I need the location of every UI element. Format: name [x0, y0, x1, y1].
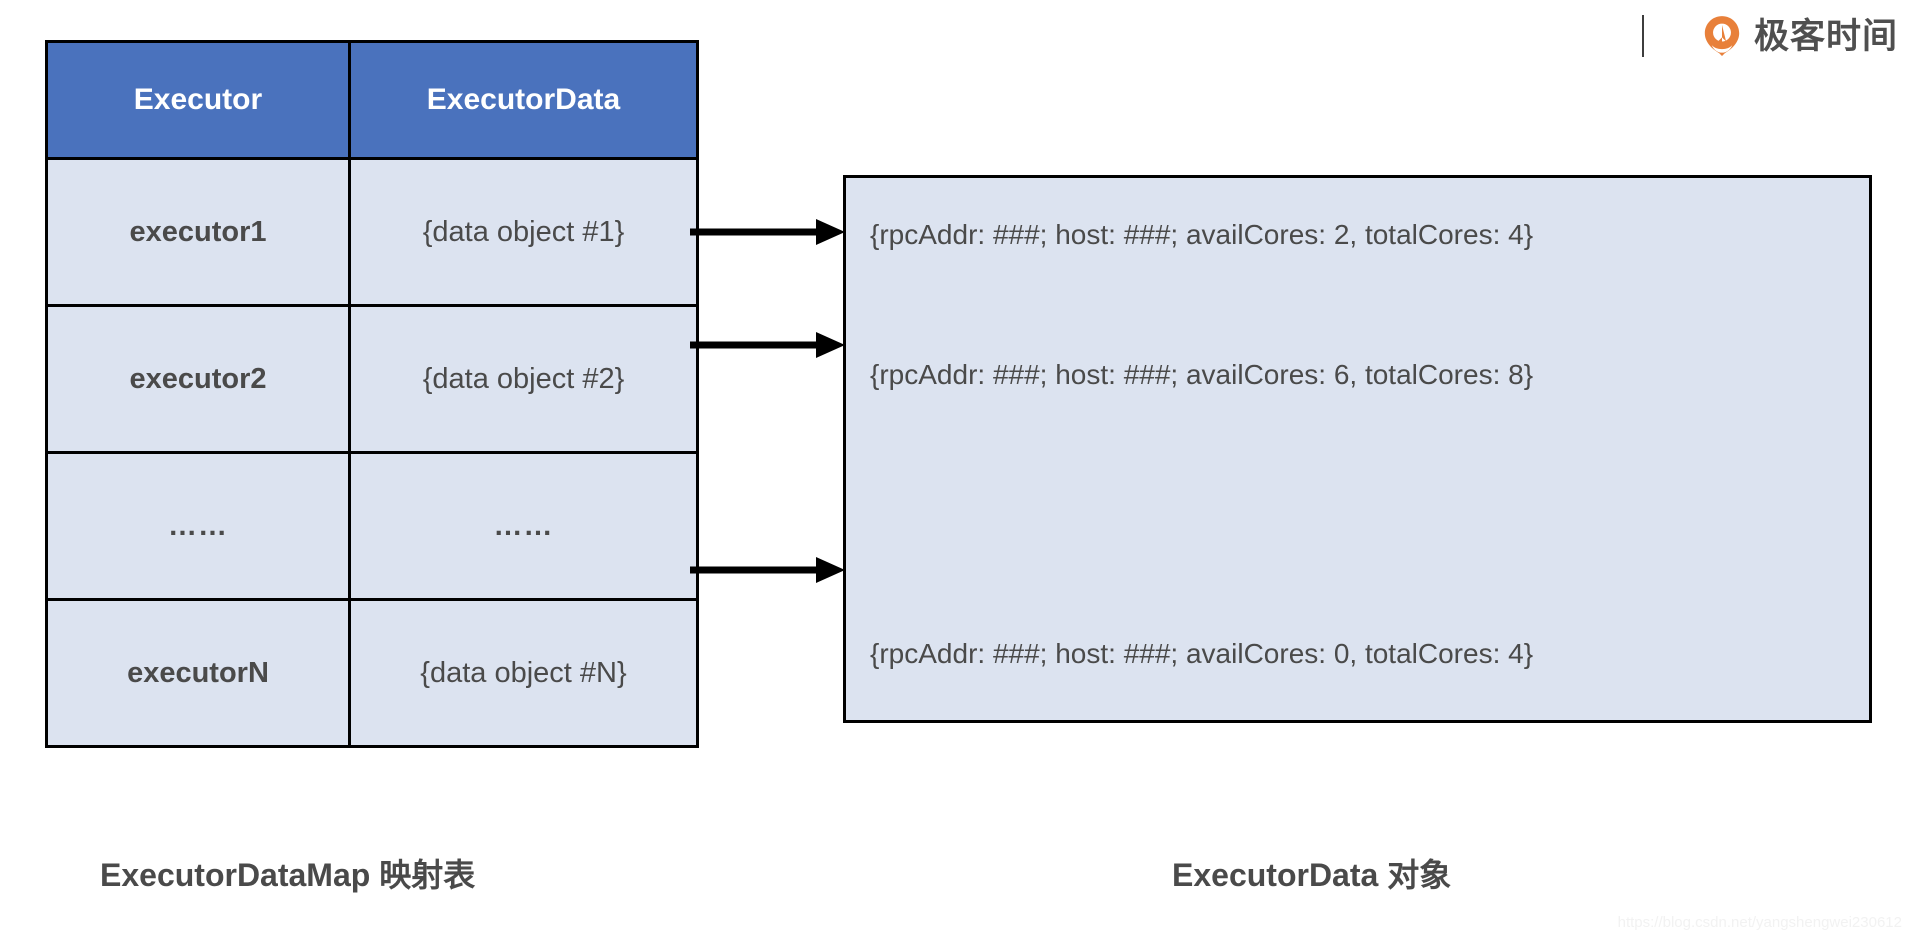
table-row: executorN {data object #N}: [45, 598, 699, 748]
brand-logo: 极客时间: [1641, 8, 1898, 64]
executor-data-map-table: Executor ExecutorData executor1 {data ob…: [45, 40, 699, 748]
arrow-row-n-icon: [690, 557, 845, 583]
table-row: …… ……: [45, 451, 699, 601]
cell-executordata-n: {data object #N}: [348, 598, 699, 748]
cell-executor-2: executor2: [45, 304, 351, 454]
cell-executordata-2: {data object #2}: [348, 304, 699, 454]
arrow-row-2-icon: [690, 332, 845, 358]
table-row: executor1 {data object #1}: [45, 157, 699, 307]
executor-data-object-n: {rpcAddr: ###; host: ###; availCores: 0,…: [870, 638, 1534, 669]
cell-executordata-ellipsis: ……: [348, 451, 699, 601]
brand-name: 极客时间: [1753, 16, 1898, 56]
table-row: executor2 {data object #2}: [45, 304, 699, 454]
geektime-logo-icon: [1704, 16, 1740, 56]
column-header-executor: Executor: [45, 40, 351, 160]
cell-executor-n: executorN: [45, 598, 351, 748]
caption-executor-data-map: ExecutorDataMap 映射表: [100, 857, 476, 893]
cell-executor-ellipsis: ……: [45, 451, 351, 601]
executor-data-object-1: {rpcAddr: ###; host: ###; availCores: 2,…: [870, 219, 1534, 250]
cell-executordata-1: {data object #1}: [348, 157, 699, 307]
table-header-row: Executor ExecutorData: [45, 40, 699, 160]
column-header-executordata: ExecutorData: [348, 40, 699, 160]
executor-data-objects-panel: {rpcAddr: ###; host: ###; availCores: 2,…: [843, 175, 1872, 723]
source-watermark: https://blog.csdn.net/yangshengwei230612: [1617, 914, 1902, 931]
brand-divider: [1641, 15, 1644, 57]
executor-data-object-2: {rpcAddr: ###; host: ###; availCores: 6,…: [870, 359, 1534, 390]
cell-executor-1: executor1: [45, 157, 351, 307]
caption-executor-data: ExecutorData 对象: [1172, 857, 1452, 893]
arrow-row-1-icon: [690, 219, 845, 245]
